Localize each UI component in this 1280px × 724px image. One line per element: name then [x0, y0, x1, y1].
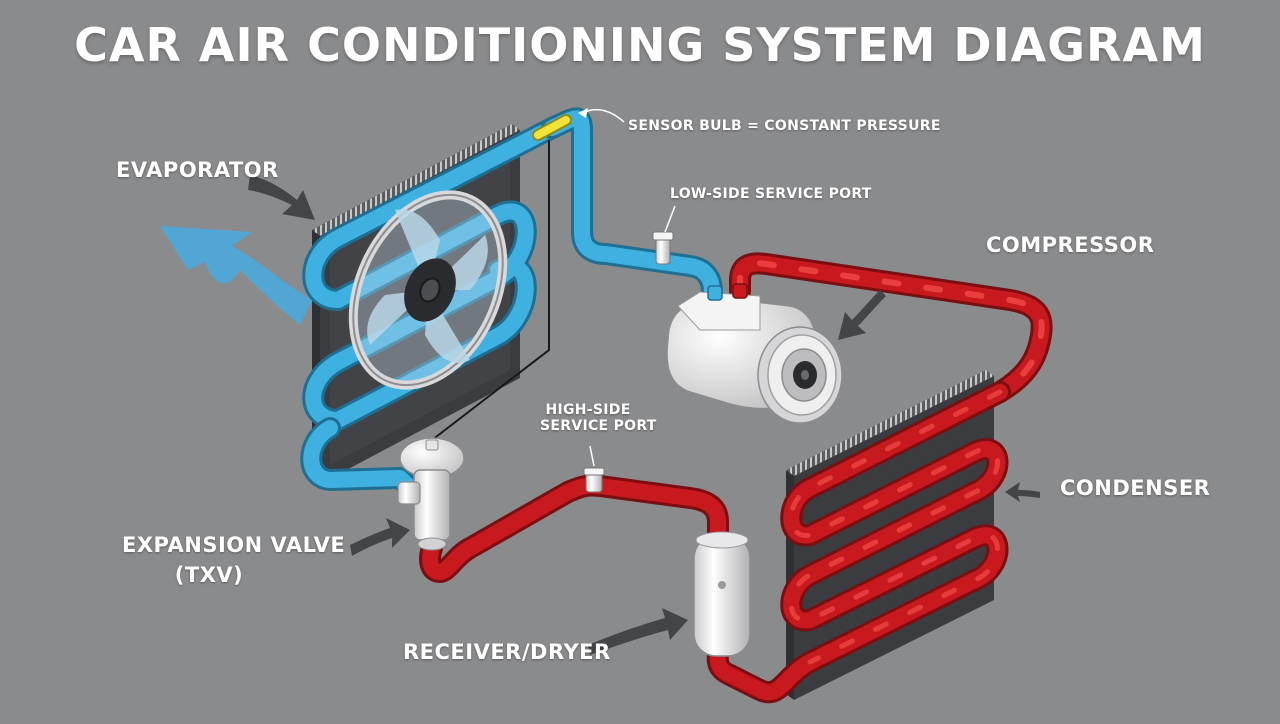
- suction-line: [541, 107, 723, 303]
- high-side-service-port: [583, 467, 605, 493]
- sensor-bulb-leader-arrow: [578, 108, 588, 118]
- high-side-label-line1: HIGH-SIDE: [545, 402, 631, 418]
- cold-airflow-arrow: [160, 226, 312, 325]
- evaporator-label: EVAPORATOR: [116, 158, 279, 182]
- low-side-service-port-label: LOW-SIDE SERVICE PORT: [670, 186, 872, 202]
- expansion-valve-label-line1: EXPANSION VALVE: [122, 533, 346, 557]
- receiver-dryer: [693, 531, 751, 657]
- compressor-label: COMPRESSOR: [986, 233, 1155, 257]
- receiver-dryer-pointer-icon: [588, 608, 688, 655]
- expansion-valve-label-line2: (TXV): [174, 563, 244, 587]
- expansion-valve-label: EXPANSION VALVE (TXV): [122, 530, 346, 590]
- receiver-dryer-label: RECEIVER/DRYER: [403, 640, 611, 664]
- discharge-line: [729, 252, 1053, 403]
- low-side-service-port: [652, 231, 674, 265]
- condenser-label: CONDENSER: [1060, 476, 1211, 500]
- page-title: CAR AIR CONDITIONING SYSTEM DIAGRAM: [74, 18, 1206, 72]
- sensor-bulb: [431, 114, 572, 441]
- liquid-line: [419, 474, 729, 583]
- sensor-bulb-label: SENSOR BULB = CONSTANT PRESSURE: [628, 118, 941, 134]
- evaporator-pointer-icon: [248, 175, 315, 220]
- expansion-valve: [397, 437, 465, 551]
- condenser-pointer-icon: [1005, 482, 1040, 502]
- expansion-valve-pointer-icon: [350, 518, 410, 556]
- compressor: [666, 283, 843, 424]
- pointer-arrows: [248, 175, 1040, 655]
- high-side-label-line2: SERVICE PORT: [540, 418, 657, 434]
- low-side-port-leader-line: [664, 205, 676, 233]
- condenser-tubes: [706, 381, 1011, 704]
- high-side-service-port-label: HIGH-SIDE SERVICE PORT: [540, 402, 657, 434]
- fan-icon: [348, 190, 508, 390]
- high-side-port-leader-line: [589, 445, 595, 467]
- compressor-pointer-icon: [838, 290, 886, 340]
